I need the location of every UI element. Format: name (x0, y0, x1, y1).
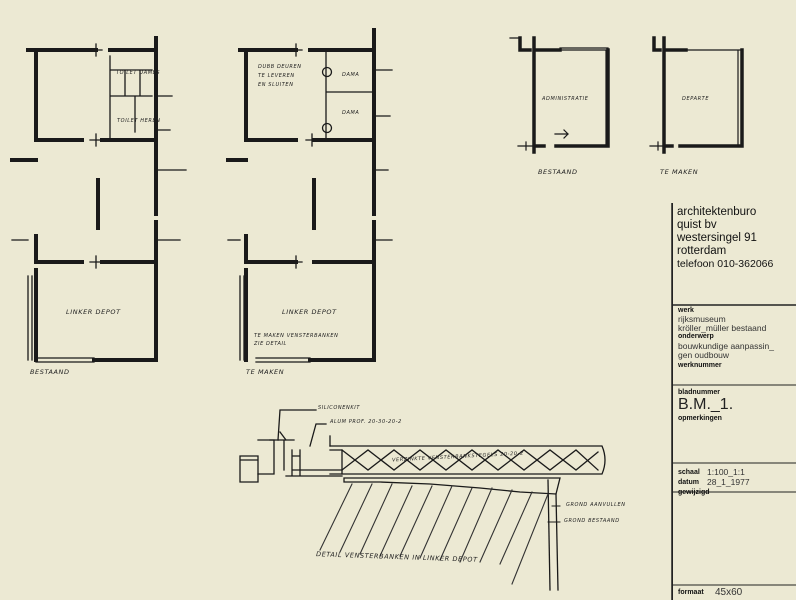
room-label-linker-depot-te-maken: LINKER DEPOT (282, 308, 337, 316)
bladnummer-key: bladnummer (678, 389, 721, 396)
firm-city: rotterdam (677, 245, 727, 257)
firm-name-line2: quist bv (677, 219, 717, 231)
room-label-administratie: ADMINISTRATIE (542, 96, 589, 102)
room-label-departe: DEPARTE (682, 96, 710, 102)
plan-bestaand (10, 36, 158, 362)
datum-value: 28_1_1977 (707, 477, 750, 487)
datum-key: datum (678, 479, 699, 486)
note-vensterbanken-line2: ZIE DETAIL (254, 341, 287, 347)
opmerkingen-key: opmerkingen (678, 415, 722, 422)
label-grond-aanvullen: GROND AANVULLEN (566, 502, 626, 508)
gewijzigd-key: gewijzigd (678, 489, 710, 496)
plan-te-maken (226, 28, 376, 362)
plan-small-left (518, 36, 610, 154)
label-dama-lower: DAMA (342, 110, 360, 116)
schaal-value: 1:100_1:1 (707, 467, 745, 477)
plan-small-right (652, 36, 744, 154)
note-deuren-line2: TE LEVEREN (258, 73, 295, 79)
label-dama-upper: DAMA (342, 72, 360, 78)
label-alum-profiel: ALUM PROF. 20-30-20-2 (330, 419, 402, 425)
werk-line2: kröller_müller bestaand (678, 323, 767, 333)
schaal-key: schaal (678, 469, 700, 476)
firm-address: westersingel 91 (677, 232, 757, 244)
bladnummer-value: B.M._1. (678, 396, 734, 413)
werk-key: werk (678, 307, 694, 314)
onderwerp-key: onderwerp (678, 333, 714, 340)
room-label-linker-depot-bestaand: LINKER DEPOT (66, 308, 121, 316)
detail-section (239, 409, 606, 591)
label-siliconenkit: SILICONENKIT (318, 405, 360, 411)
onderwerp-line1: bouwkundige aanpassin_ (678, 341, 774, 351)
formaat-key: formaat (678, 589, 704, 596)
title-block: architektenburo quist bv westersingel 91… (672, 203, 796, 600)
firm-name-line1: architektenburo (677, 206, 757, 218)
formaat-value: 45x60 (715, 587, 743, 598)
onderwerp-line2: gen oudbouw (678, 350, 730, 360)
note-deuren-line3: EN SLUITEN (258, 82, 294, 88)
label-grond-bestaand: GROND BESTAAND (564, 518, 620, 524)
note-deuren-line1: DUBB DEUREN (258, 64, 302, 70)
caption-te-maken: TE MAKEN (246, 368, 285, 376)
label-toilet-dames: TOILET DAMES (116, 70, 161, 76)
caption-bestaand: BESTAAND (30, 368, 70, 376)
werknummer-key: werknummer (678, 362, 722, 369)
caption-small-te-maken: TE MAKEN (660, 168, 699, 176)
caption-small-bestaand: BESTAAND (538, 168, 578, 176)
werk-line1: rijksmuseum (678, 314, 726, 324)
note-vensterbanken-line1: TE MAKEN VENSTERBANKEN (254, 333, 339, 339)
label-toilet-heren: TOILET HEREN (117, 118, 161, 124)
firm-phone: telefoon 010-362066 (677, 258, 774, 270)
